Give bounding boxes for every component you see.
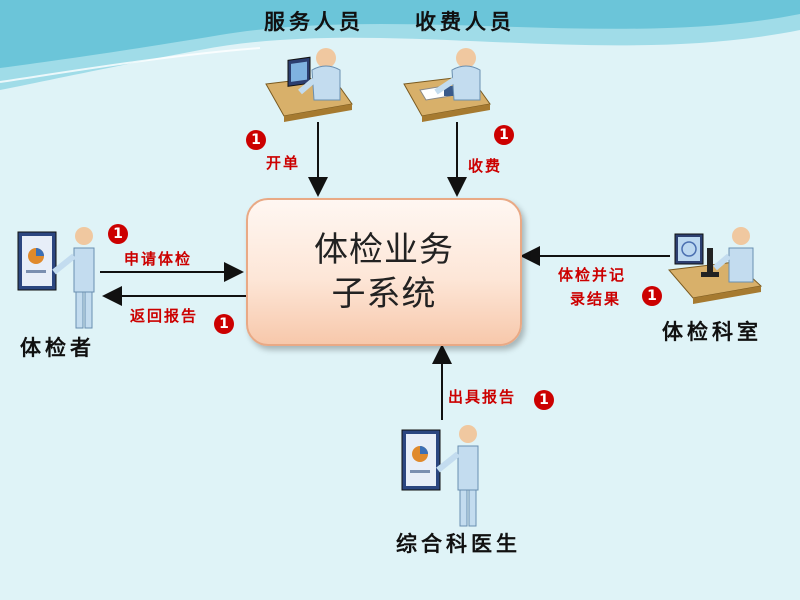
step-badge: 1 [534,390,554,410]
step-badge: 1 [214,314,234,334]
general-doctor-icon [401,425,479,527]
cashier-icon [403,48,491,122]
actor-label-cashier: 收费人员 [415,9,515,34]
actor-label-examinee: 体检者 [20,335,95,360]
system-box: 体检业务 子系统 [246,198,522,346]
actor-label-general-doctor: 综合科医生 [396,531,521,556]
edge-label-record-results-2: 录结果 [570,290,622,308]
step-badge: 1 [494,125,514,145]
edge-label-issue-report: 出具报告 [448,388,517,406]
examinee-icon [17,227,95,329]
system-title-line1: 体检业务 [314,230,454,270]
service-staff-icon [265,48,353,122]
step-badge: 1 [642,286,662,306]
step-badge: 1 [246,130,266,150]
exam-dept-icon [668,227,763,304]
actor-label-service-staff: 服务人员 [264,9,364,34]
edge-label-apply-exam: 申请体检 [124,250,193,268]
system-title-line2: 子系统 [331,274,437,314]
edge-label-open-order: 开单 [266,154,301,172]
edge-label-return-report: 返回报告 [130,307,199,325]
actor-label-exam-dept: 体检科室 [662,319,762,344]
step-badge: 1 [108,224,128,244]
edge-label-record-results-1: 体检并记 [558,266,627,284]
edge-label-charge: 收费 [468,157,503,175]
